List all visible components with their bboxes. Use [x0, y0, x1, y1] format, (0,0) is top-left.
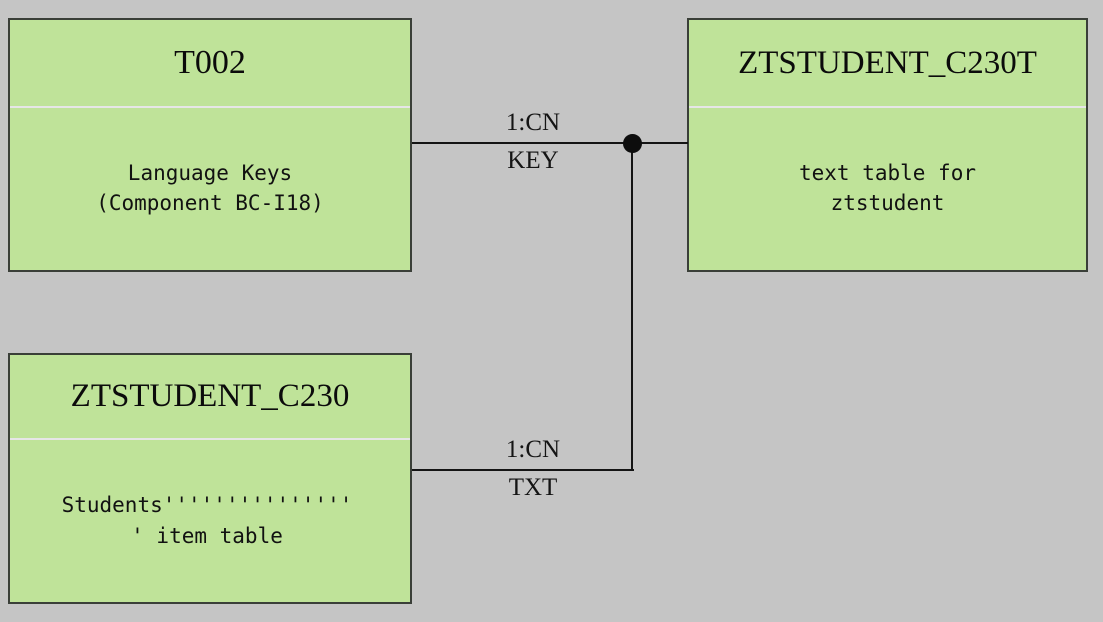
relationship-cardinality-key: 1:CN [505, 109, 561, 136]
entity-header-ztstudent-c230t: ZTSTUDENT_C230T [689, 20, 1086, 108]
entity-description-t002: Language Keys (Component BC-I18) [96, 161, 324, 215]
relationship-line-key-horizontal [412, 142, 688, 144]
entity-body-ztstudent-c230t: text table for ztstudent [689, 108, 1086, 270]
entity-description-ztstudent-c230: Students''''''''''''''' ' item table [61, 492, 353, 549]
relationship-name-txt: TXT [508, 474, 558, 501]
entity-body-t002: Language Keys (Component BC-I18) [10, 108, 410, 270]
entity-title-ztstudent-c230t: ZTSTUDENT_C230T [738, 44, 1037, 81]
relationship-name-key: KEY [507, 147, 559, 174]
relationship-cardinality-txt: 1:CN [505, 436, 561, 463]
junction-dot-icon [623, 134, 642, 153]
entity-box-ztstudent-c230[interactable]: ZTSTUDENT_C230 Students''''''''''''''' '… [8, 353, 412, 604]
entity-title-t002: T002 [174, 44, 246, 82]
relationship-line-vertical [631, 142, 633, 471]
relationship-line-txt-horizontal [412, 469, 634, 471]
entity-title-ztstudent-c230: ZTSTUDENT_C230 [70, 378, 350, 415]
entity-header-t002: T002 [10, 20, 410, 108]
entity-box-t002[interactable]: T002 Language Keys (Component BC-I18) [8, 18, 412, 272]
entity-description-ztstudent-c230t: text table for ztstudent [798, 161, 976, 215]
entity-header-ztstudent-c230: ZTSTUDENT_C230 [10, 355, 410, 440]
entity-body-ztstudent-c230: Students''''''''''''''' ' item table [10, 440, 410, 602]
entity-box-ztstudent-c230t[interactable]: ZTSTUDENT_C230T text table for ztstudent [687, 18, 1088, 272]
